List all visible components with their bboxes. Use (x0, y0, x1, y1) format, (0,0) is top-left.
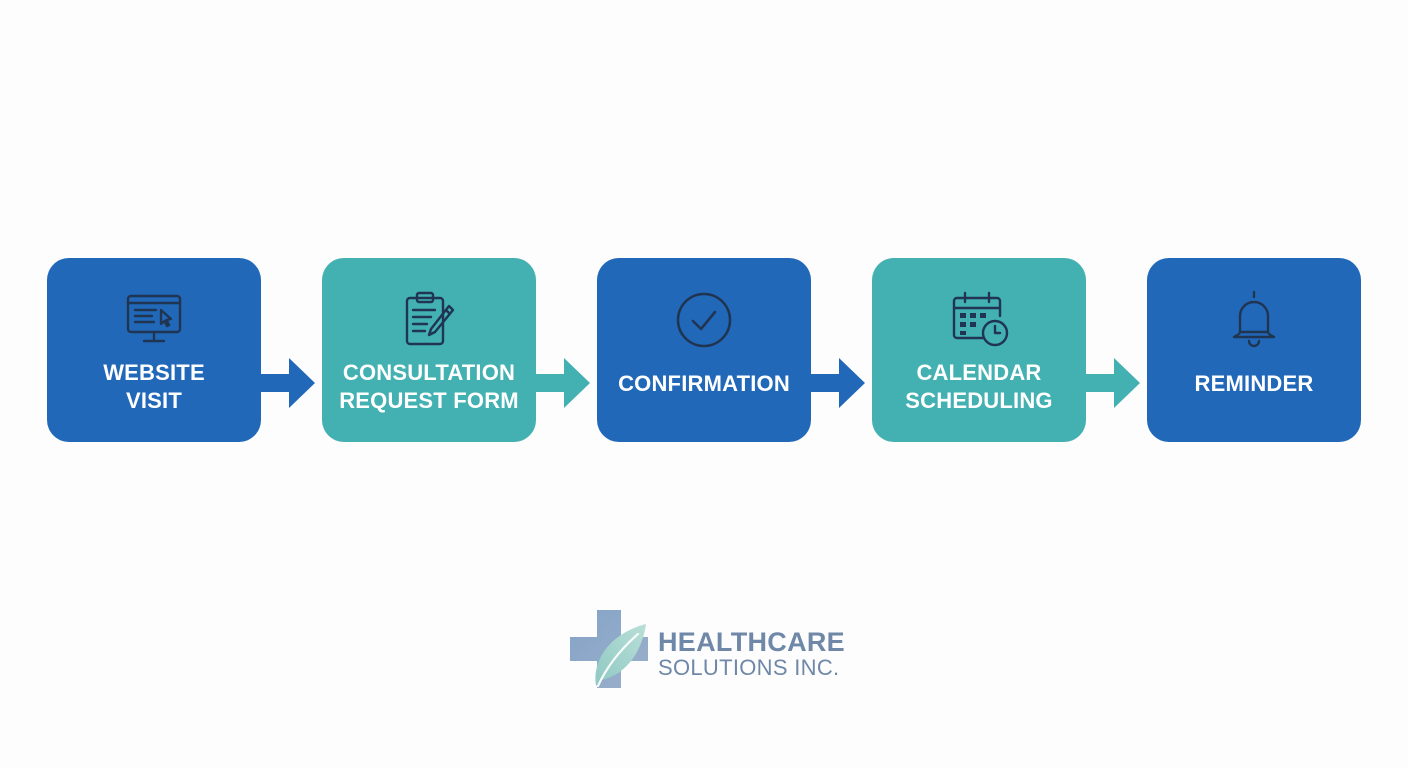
check-circle-icon (597, 288, 811, 352)
step-label-line: CONSULTATION (342, 360, 516, 385)
arrow-right-icon (811, 358, 865, 408)
step-website-visit: WEBSITE VISIT (47, 258, 261, 442)
company-logo: HEALTHCARE SOLUTIONS INC. (568, 608, 858, 690)
step-label-line: VISIT (125, 388, 182, 413)
step-reminder: REMINDER (1147, 258, 1361, 442)
step-label: CONSULTATION REQUEST FORM (328, 359, 530, 415)
step-label-line: CONFIRMATION (618, 371, 790, 396)
step-label-line: SCHEDULING (905, 388, 1053, 413)
step-consultation-request-form: CONSULTATION REQUEST FORM (322, 258, 536, 442)
arrow-right-icon (1086, 358, 1140, 408)
step-label: REMINDER (1153, 370, 1355, 398)
step-label-line: CALENDAR (916, 360, 1042, 385)
step-label-line: WEBSITE (103, 360, 205, 385)
step-label-line: REQUEST FORM (339, 388, 519, 413)
step-label: WEBSITE VISIT (53, 359, 255, 415)
arrow-right-icon (536, 358, 590, 408)
logo-name: HEALTHCARE (658, 627, 845, 657)
bell-icon (1147, 288, 1361, 352)
step-label-line: REMINDER (1194, 371, 1314, 396)
logo-subname: SOLUTIONS INC. (658, 655, 840, 680)
computer-monitor-cursor-icon (47, 288, 261, 352)
calendar-clock-icon (872, 288, 1086, 352)
arrow-right-icon (261, 358, 315, 408)
step-confirmation: CONFIRMATION (597, 258, 811, 442)
step-label: CONFIRMATION (603, 370, 805, 398)
medical-cross-leaf-icon (570, 610, 648, 688)
clipboard-pen-icon (322, 288, 536, 352)
step-calendar-scheduling: CALENDAR SCHEDULING (872, 258, 1086, 442)
step-label: CALENDAR SCHEDULING (878, 359, 1080, 415)
